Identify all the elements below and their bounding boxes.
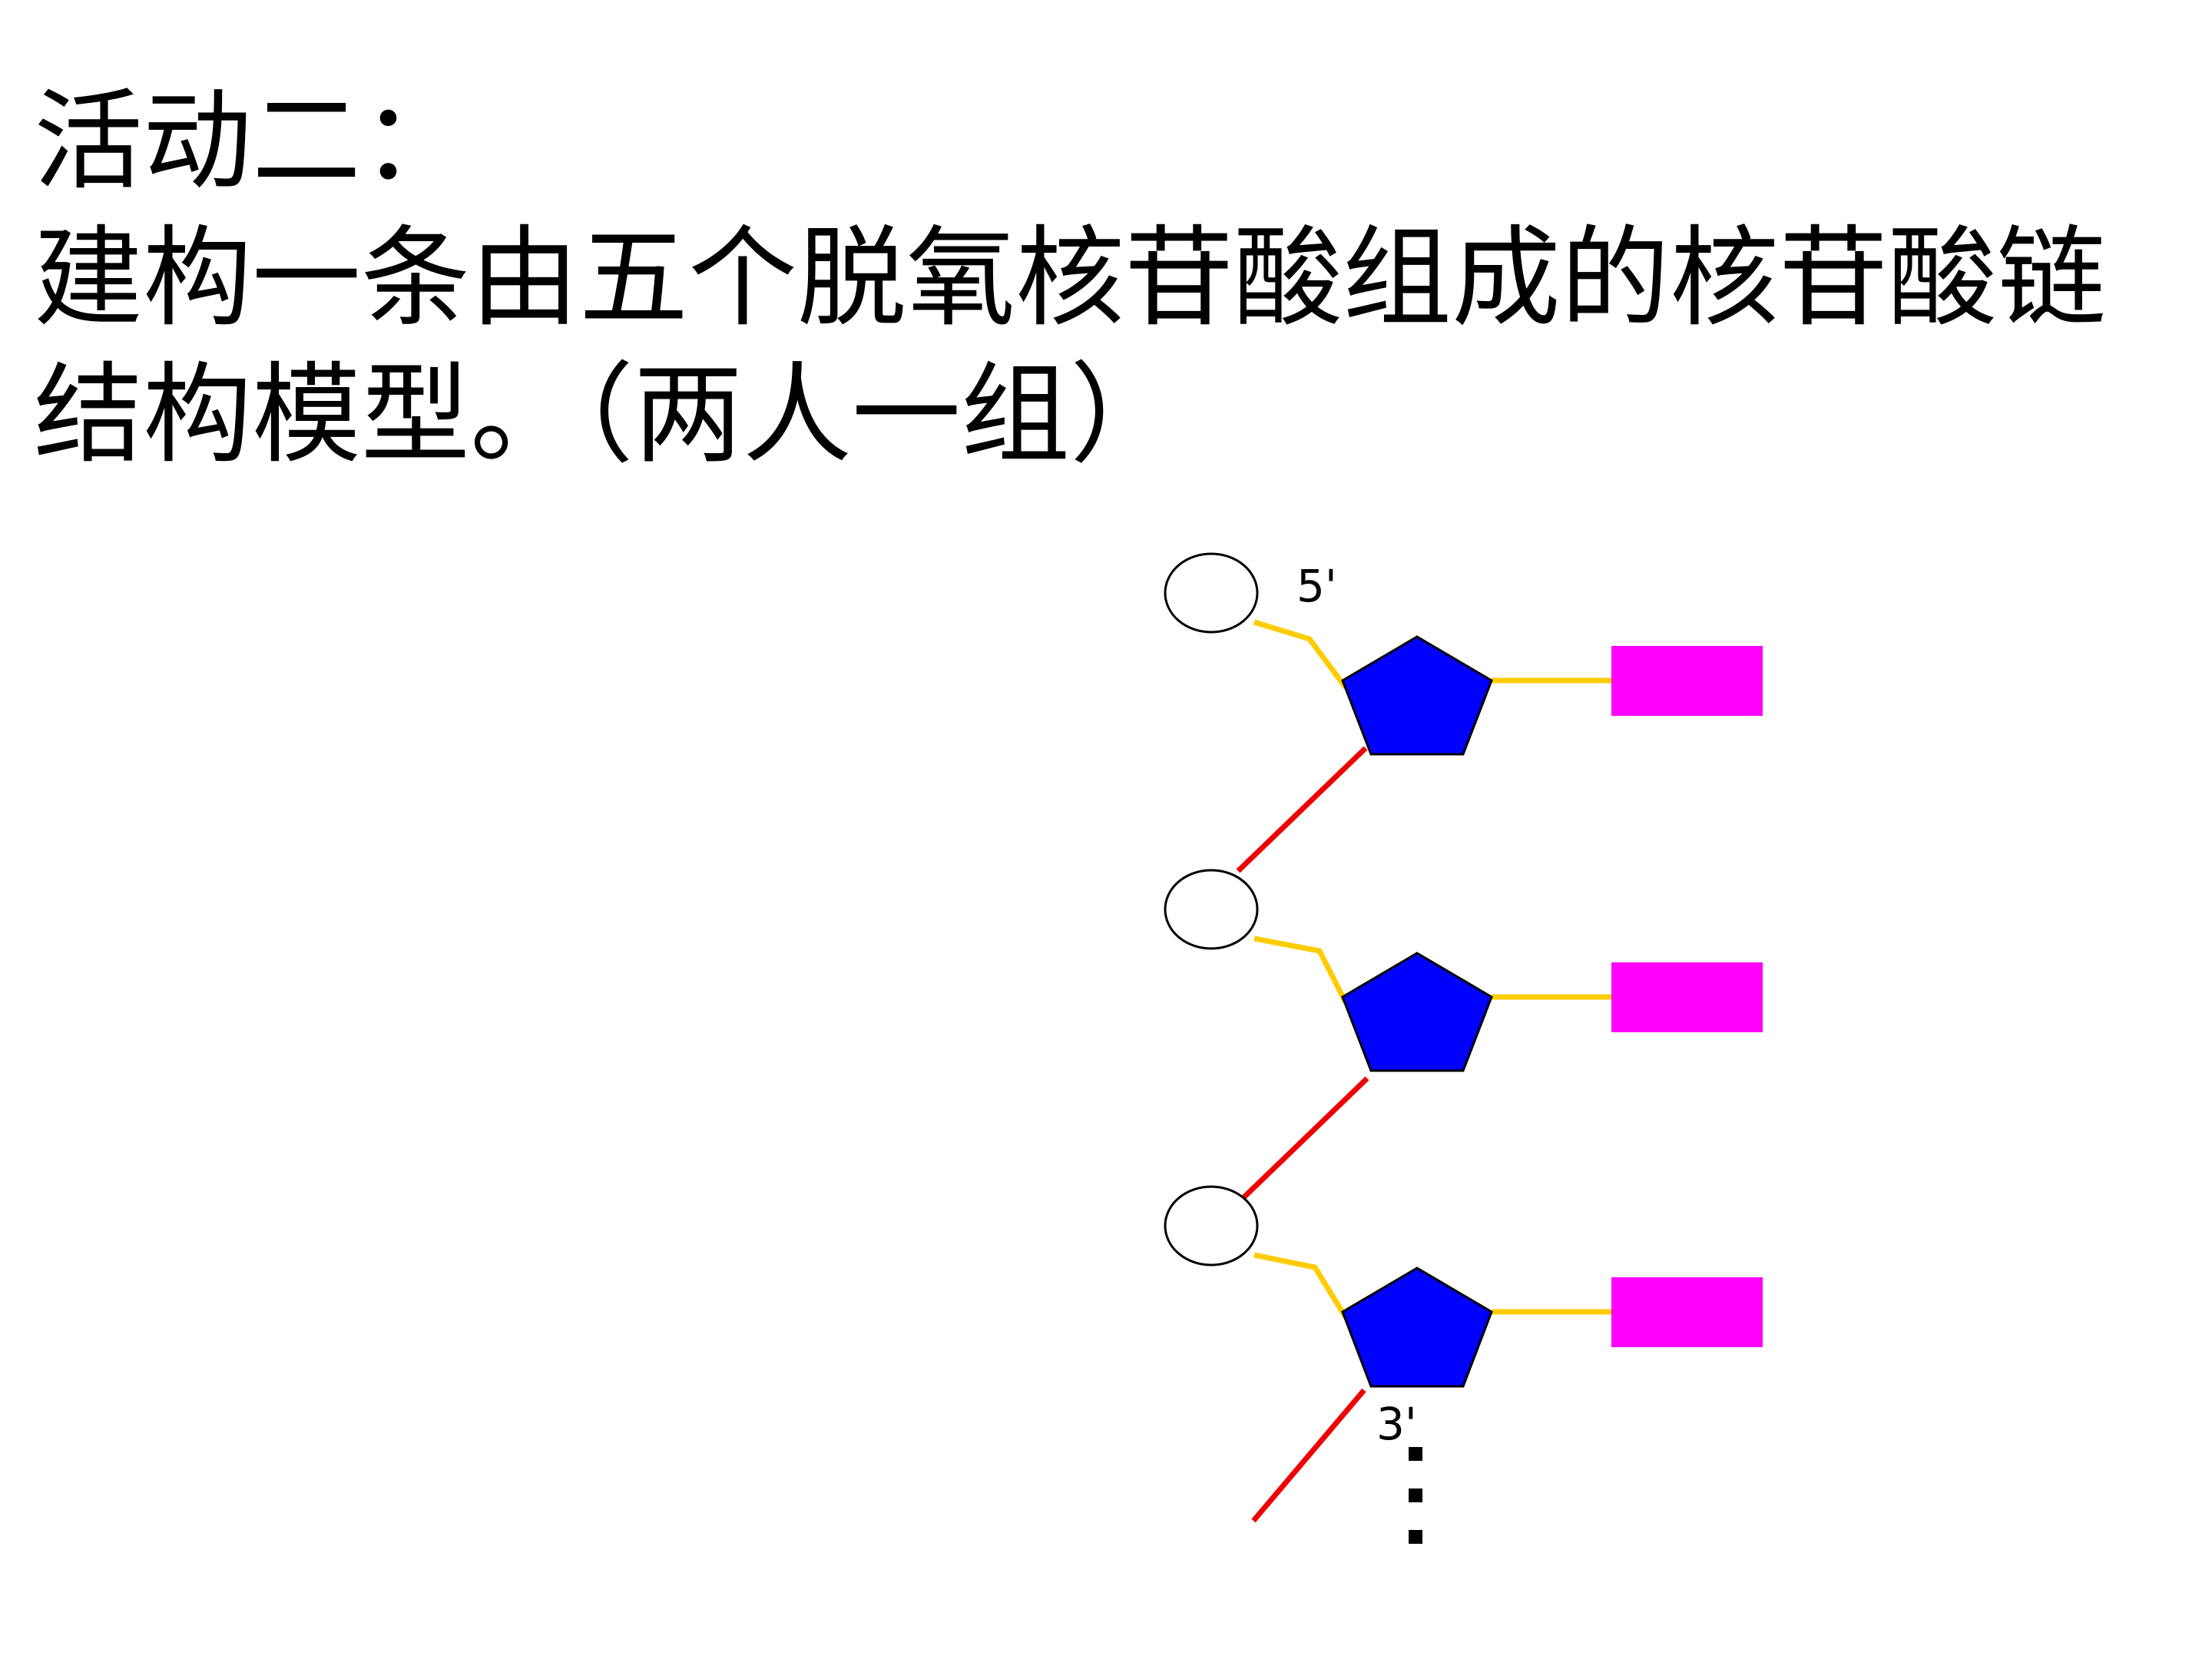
phosphate-circle-icon-1	[1164, 552, 1259, 634]
title-line-2: 建构一条由五个脱氧核苷酸组成的核苷酸链	[34, 215, 2106, 342]
phosphate-sugar-bond-2	[1253, 935, 1349, 1004]
sugar-pentagon-icon-2	[1341, 952, 1493, 1072]
phosphate-sugar-bond-3	[1253, 1252, 1348, 1319]
three-prime-label: 3'	[1376, 1398, 1417, 1450]
nucleotide-3	[1164, 1185, 1763, 1388]
ellipsis-dot-1	[1409, 1447, 1422, 1461]
five-prime-label: 5'	[1296, 560, 1337, 612]
sugar-pentagon-icon-3	[1341, 1267, 1493, 1388]
title-block: 活动二： 建构一条由五个脱氧核苷酸组成的核苷酸链 结构模型。（两人一组）	[34, 74, 2184, 484]
continuation-ellipsis-icon	[1409, 1447, 1422, 1544]
sugar-pentagon-icon-1	[1341, 635, 1493, 756]
ellipsis-dot-3	[1409, 1530, 1422, 1544]
title-line-3: 结构模型。（两人一组）	[34, 352, 1179, 478]
phosphodiester-bond-2	[1234, 1076, 1369, 1207]
phosphate-circle-icon-2	[1164, 869, 1259, 950]
phosphate-circle-icon-3	[1164, 1185, 1259, 1267]
nucleotide-2	[1164, 869, 1763, 1072]
phosphodiester-bond-1	[1236, 746, 1368, 873]
nucleotide-1	[1164, 552, 1763, 756]
ellipsis-dot-2	[1409, 1488, 1422, 1502]
base-rectangle-icon-1	[1611, 646, 1763, 716]
base-rectangle-icon-2	[1611, 962, 1763, 1032]
phosphodiester-bond-3	[1251, 1388, 1366, 1523]
base-rectangle-icon-3	[1611, 1277, 1763, 1347]
title-line-1: 活动二：	[34, 78, 470, 205]
phosphate-sugar-bond-1	[1253, 619, 1348, 690]
